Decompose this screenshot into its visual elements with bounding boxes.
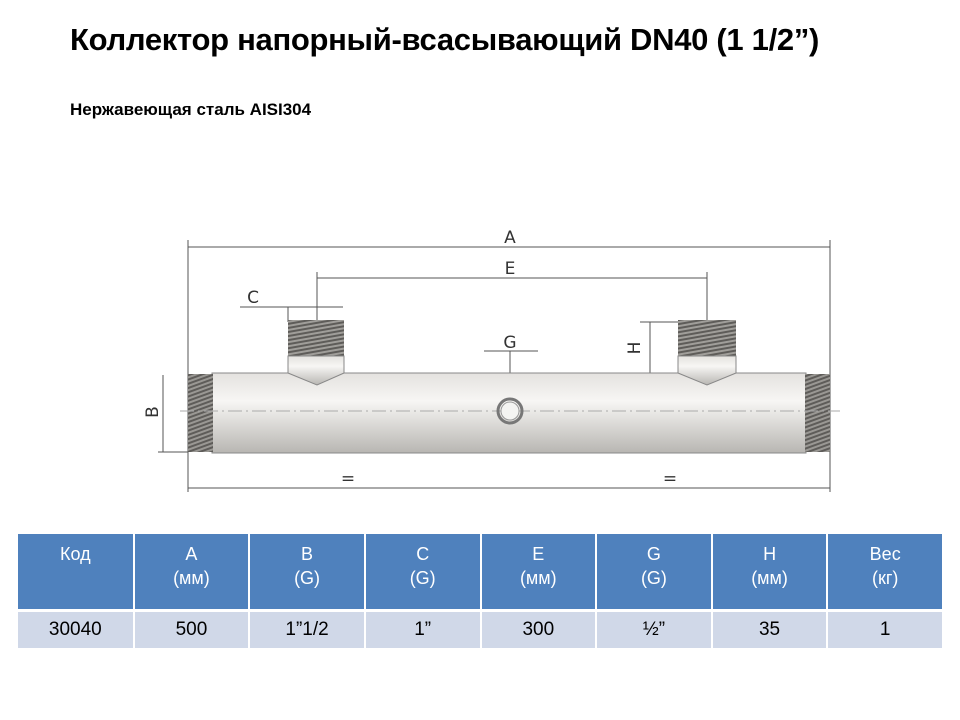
dim-label-b: B xyxy=(143,406,163,418)
table-header-row: Код A(мм) B(G) C(G) E(мм) G(G) H(мм) Вес… xyxy=(18,534,944,612)
header-h: H(мм) xyxy=(711,534,829,612)
cell-a: 500 xyxy=(133,610,251,648)
dim-label-e: E xyxy=(505,259,516,279)
dim-label-equal-right: = xyxy=(663,469,677,489)
header-a: A(мм) xyxy=(133,534,251,612)
header-b: B(G) xyxy=(249,534,366,612)
header-code: Код xyxy=(18,534,135,612)
cell-weight: 1 xyxy=(827,610,944,648)
specs-table: Код A(мм) B(G) C(G) E(мм) G(G) H(мм) Вес… xyxy=(18,534,944,648)
cell-c: 1” xyxy=(364,610,482,648)
dim-label-a: A xyxy=(504,228,516,248)
collector-drawing: A E C G H B = = xyxy=(143,228,840,492)
cell-g: ½” xyxy=(596,610,713,648)
header-g: G(G) xyxy=(596,534,713,612)
header-e: E(мм) xyxy=(480,534,598,612)
material-subtitle: Нержавеющая сталь AISI304 xyxy=(70,100,312,119)
dim-label-g: G xyxy=(503,333,516,353)
table-row: 30040 500 1”1/2 1” 300 ½” 35 1 xyxy=(18,610,944,648)
dim-label-h: H xyxy=(625,342,645,355)
cell-e: 300 xyxy=(480,610,598,648)
cell-h: 35 xyxy=(711,610,829,648)
page-title: Коллектор напорный-всасывающий DN40 (1 1… xyxy=(70,22,820,57)
header-weight: Вес(кг) xyxy=(827,534,944,612)
dim-label-c: C xyxy=(247,288,259,308)
cell-code: 30040 xyxy=(18,610,135,648)
header-c: C(G) xyxy=(364,534,482,612)
dim-label-equal-left: = xyxy=(341,469,355,489)
cell-b: 1”1/2 xyxy=(249,610,366,648)
